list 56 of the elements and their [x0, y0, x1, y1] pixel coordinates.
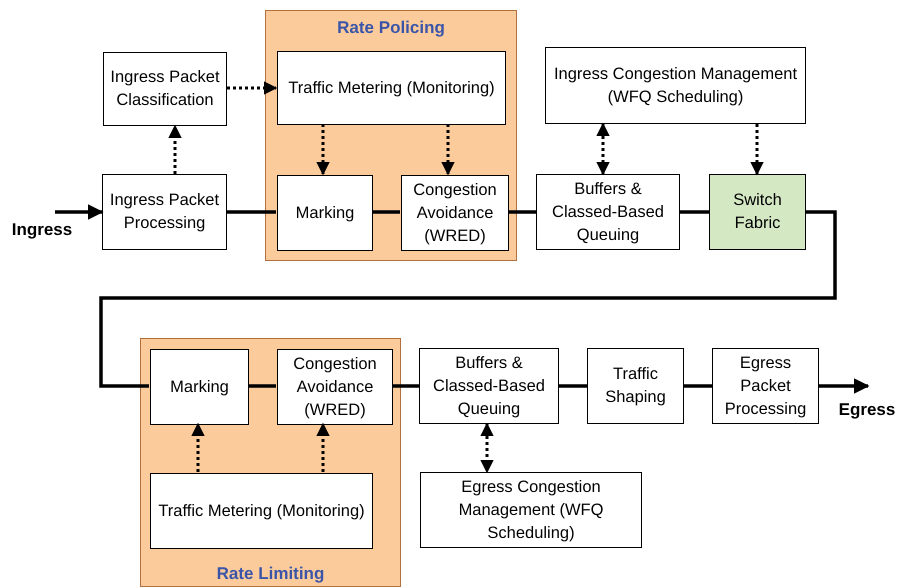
box-label: Marking	[169, 376, 230, 398]
process-box	[709, 174, 806, 250]
process-box	[103, 52, 227, 126]
box-label: Switch Fabric	[732, 190, 783, 234]
process-box	[277, 175, 373, 251]
box-label: Egress Packet Processing	[724, 352, 808, 420]
process-box	[277, 51, 506, 125]
process-box	[150, 473, 373, 549]
arrow	[168, 124, 182, 174]
connector-line	[680, 210, 709, 214]
group-band	[265, 10, 517, 261]
group-title: Rate Limiting	[216, 562, 326, 584]
box-label: Congestion Avoidance (WRED)	[292, 354, 378, 420]
arrow	[191, 422, 205, 472]
arrow	[316, 422, 330, 472]
process-box	[545, 47, 806, 124]
box-label: Ingress Packet Classification	[109, 67, 221, 111]
flow-label: Ingress	[12, 219, 72, 241]
box-label: Egress Congestion Management (WFQ Scheduling)	[458, 476, 604, 544]
connector-line	[392, 384, 419, 388]
process-box	[712, 348, 819, 424]
connector-line	[372, 210, 400, 214]
arrow	[480, 422, 494, 474]
group-band	[140, 338, 401, 587]
process-box	[150, 349, 249, 425]
arrow	[227, 81, 278, 95]
process-box	[587, 348, 684, 424]
box-label: Ingress Congestion Management (WFQ Scheduling)	[552, 64, 798, 108]
box-label: Buffers & Classed-Based Queuing	[432, 352, 546, 420]
box-label: Ingress Packet Processing	[108, 190, 220, 234]
connector-line	[559, 384, 587, 388]
process-box	[102, 174, 227, 250]
box-label: Traffic Metering (Monitoring)	[157, 500, 366, 522]
process-box	[420, 472, 642, 548]
arrow	[316, 124, 330, 176]
arrow	[750, 124, 764, 176]
connector-line	[508, 210, 536, 214]
process-box	[401, 175, 509, 251]
box-label: Marking	[294, 202, 356, 224]
arrow	[819, 378, 870, 394]
box-label: Traffic Shaping	[604, 364, 667, 408]
arrow	[596, 122, 610, 176]
group-title: Rate Policing	[336, 17, 446, 38]
process-box	[536, 174, 680, 250]
box-label: Buffers & Classed-Based Queuing	[551, 178, 665, 246]
connector-line	[248, 384, 276, 388]
arrow	[441, 124, 455, 176]
box-label: Congestion Avoidance (WRED)	[412, 180, 498, 246]
flow-label: Egress	[838, 399, 896, 421]
process-box	[419, 348, 559, 424]
connector-line	[227, 210, 276, 214]
arrow	[55, 204, 104, 220]
box-label: Traffic Metering (Monitoring)	[287, 78, 496, 98]
process-box	[277, 349, 393, 425]
connector-line	[99, 210, 837, 388]
connector-line	[684, 384, 712, 388]
